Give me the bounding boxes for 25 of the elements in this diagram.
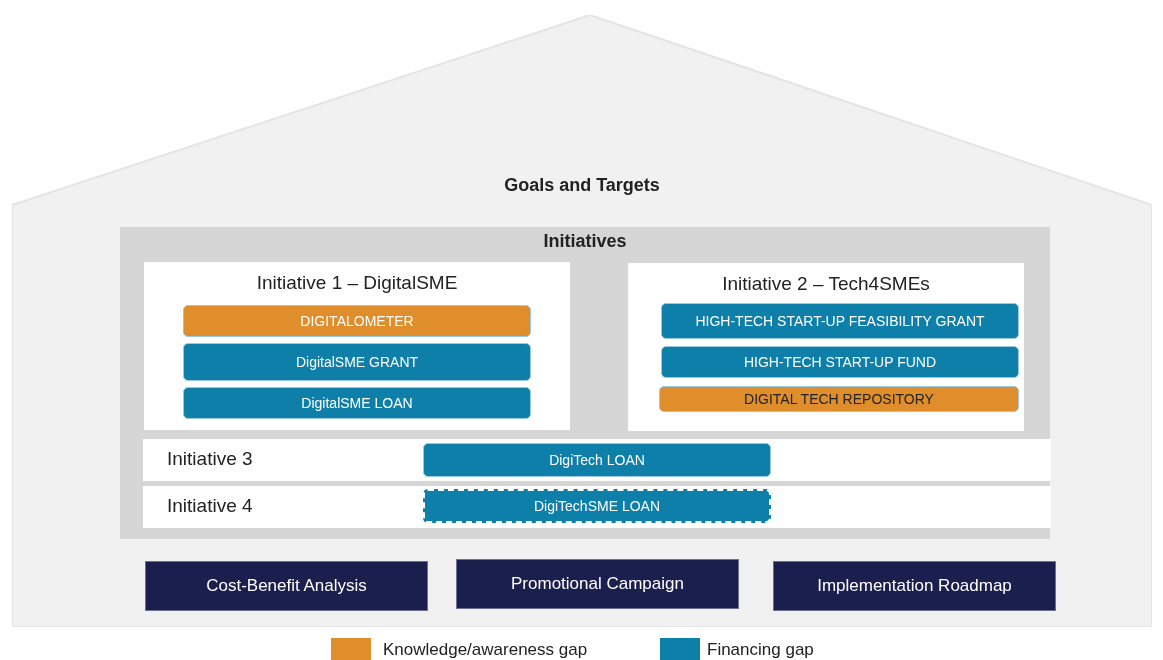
program-bar: HIGH-TECH START-UP FEASIBILITY GRANT xyxy=(661,303,1019,339)
row-heading: Initiative 3 xyxy=(167,448,253,470)
legend-label: Financing gap xyxy=(707,640,814,660)
initiatives-panel xyxy=(120,227,1050,539)
program-bar: HIGH-TECH START-UP FUND xyxy=(661,346,1019,378)
program-bar: DigiTech LOAN xyxy=(423,443,771,477)
initiative-card xyxy=(628,263,1024,431)
panel-heading: Initiatives xyxy=(542,231,628,252)
program-bar: DIGITAL TECH REPOSITORY xyxy=(659,386,1019,412)
house-shape xyxy=(12,15,1152,627)
initiative-card xyxy=(144,262,570,430)
foundation-box: Promotional Campaign xyxy=(456,559,739,609)
foundation-box: Cost-Benefit Analysis xyxy=(145,561,428,611)
initiative-row xyxy=(143,439,1051,481)
program-bar: DigiTechSME LOAN xyxy=(423,489,771,523)
initiative-row xyxy=(143,486,1051,528)
card-heading: Initiative 1 – DigitalSME xyxy=(255,272,459,294)
legend-label: Knowledge/awareness gap xyxy=(383,640,588,660)
goals-heading: Goals and Targets xyxy=(503,175,661,196)
program-bar: DigitalSME LOAN xyxy=(183,387,531,419)
program-bar: DigitalSME GRANT xyxy=(183,343,531,381)
foundation-box: Implementation Roadmap xyxy=(773,561,1056,611)
row-heading: Initiative 4 xyxy=(167,495,253,517)
program-bar: DIGITALOMETER xyxy=(183,305,531,337)
card-heading: Initiative 2 – Tech4SMEs xyxy=(721,273,931,295)
